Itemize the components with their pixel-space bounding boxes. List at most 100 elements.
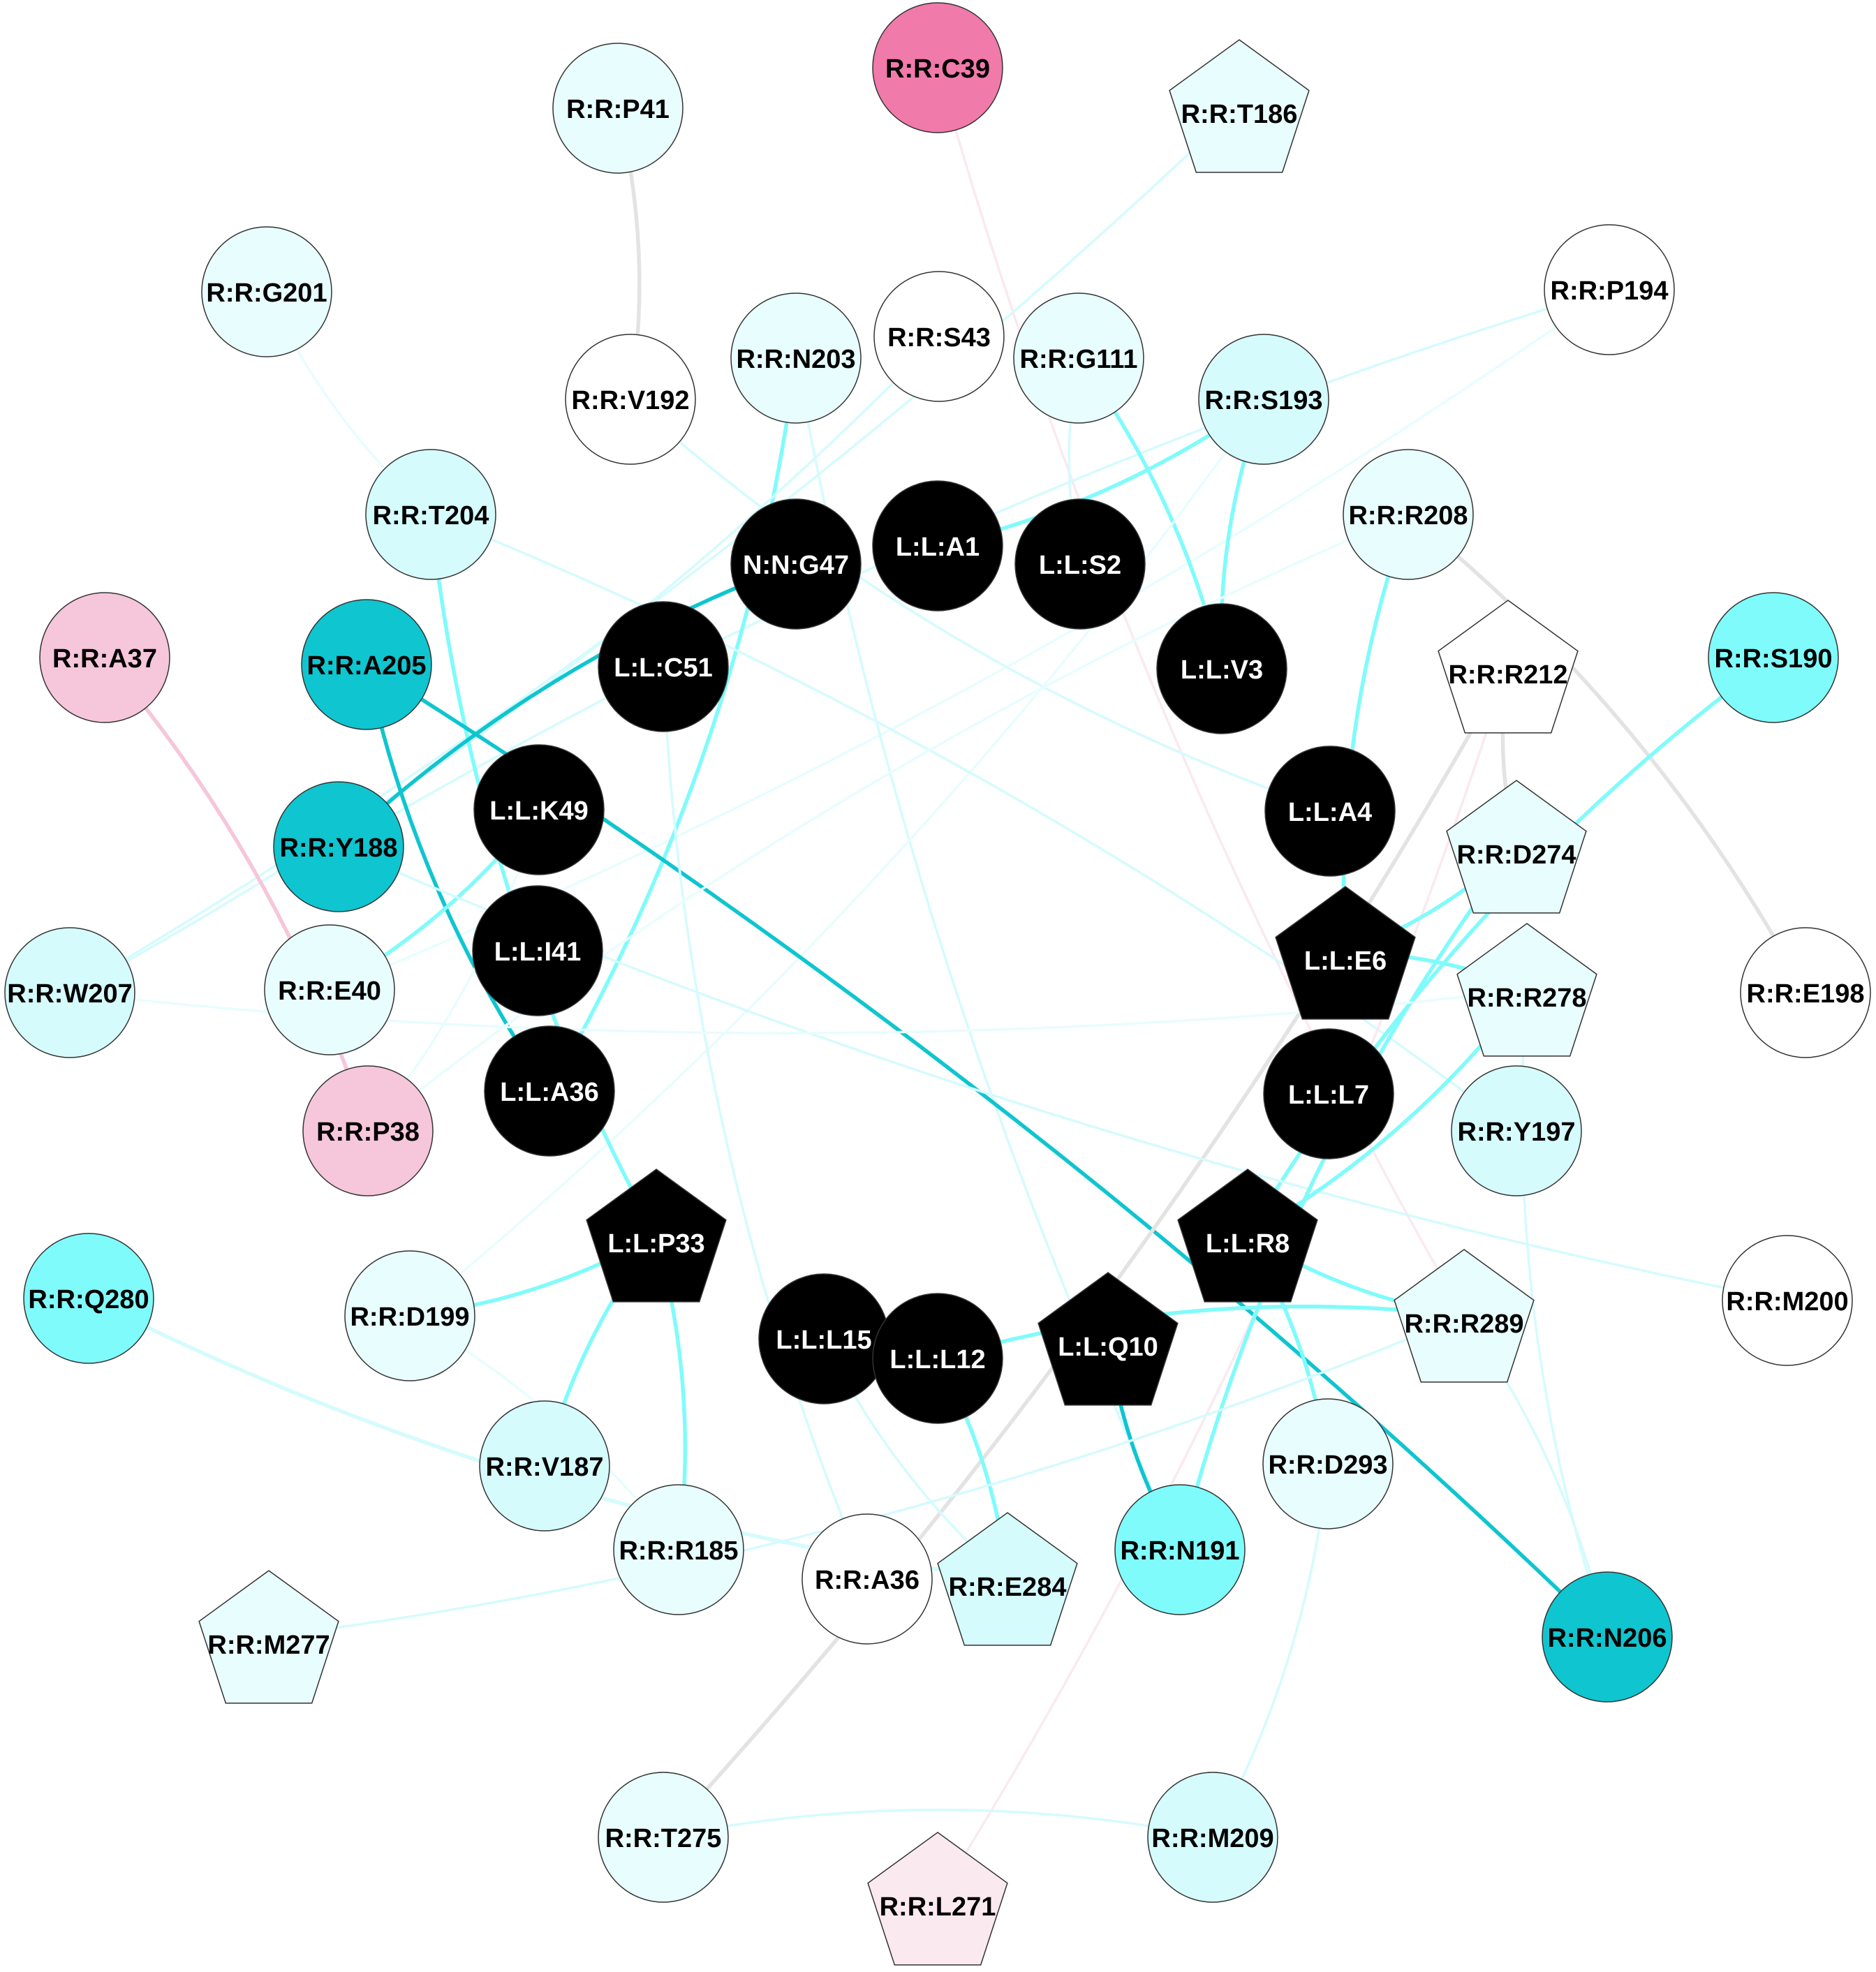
node-shape-circle (302, 1065, 434, 1196)
node-label: R:R:S190 (1715, 644, 1833, 674)
node-l-l-e6[interactable]: L:L:E6 (1275, 886, 1416, 1020)
node-r-r-q280[interactable]: R:R:Q280 (23, 1233, 154, 1364)
edge-r-r-p38-to-r-r-r208 (367, 513, 1410, 1132)
node-shape-pentagon (1456, 923, 1597, 1057)
node-r-r-p41[interactable]: R:R:P41 (552, 43, 684, 174)
node-l-l-i41[interactable]: L:L:I41 (472, 885, 603, 1016)
node-label: R:R:Q280 (28, 1285, 149, 1314)
node-l-l-a1[interactable]: L:L:A1 (872, 480, 1003, 611)
edge-l-l-c51-to-r-r-a36 (662, 665, 869, 1580)
node-label: R:R:D274 (1456, 840, 1576, 870)
node-label: L:L:E6 (1304, 947, 1387, 976)
node-label: L:L:C51 (614, 653, 712, 683)
node-shape-circle (1156, 603, 1287, 734)
node-r-r-m209[interactable]: R:R:M209 (1147, 1772, 1278, 1903)
node-l-l-v3[interactable]: L:L:V3 (1156, 603, 1287, 734)
edge-r-r-t186-to-r-r-w207 (68, 105, 1241, 994)
node-r-r-t204[interactable]: R:R:T204 (365, 449, 496, 580)
node-label: R:R:N191 (1120, 1536, 1239, 1566)
node-r-r-n203[interactable]: R:R:N203 (730, 292, 862, 424)
edge-r-r-v192-to-l-l-a4 (629, 398, 1331, 813)
node-r-r-p38[interactable]: R:R:P38 (302, 1065, 434, 1196)
node-r-r-d274[interactable]: R:R:D274 (1446, 780, 1587, 914)
node-label: R:R:E284 (949, 1573, 1067, 1602)
node-r-r-l271[interactable]: R:R:L271 (867, 1832, 1008, 1966)
node-r-r-a205[interactable]: R:R:A205 (301, 599, 432, 730)
node-label: R:R:M200 (1726, 1287, 1848, 1317)
node-label: R:R:P38 (316, 1118, 420, 1147)
node-r-r-v192[interactable]: R:R:V192 (565, 334, 696, 465)
node-l-l-p33[interactable]: L:L:P33 (586, 1169, 727, 1303)
node-shape-pentagon (1275, 886, 1416, 1020)
node-r-r-n206[interactable]: R:R:N206 (1542, 1571, 1673, 1703)
node-r-r-y197[interactable]: R:R:Y197 (1451, 1065, 1582, 1196)
node-label: R:R:A37 (52, 644, 157, 674)
node-label: L:L:L12 (889, 1345, 985, 1374)
node-r-r-t186[interactable]: R:R:T186 (1169, 39, 1310, 173)
node-label: R:R:T275 (605, 1824, 722, 1853)
node-l-l-l12[interactable]: L:L:L12 (872, 1293, 1003, 1424)
node-l-l-k49[interactable]: L:L:K49 (473, 744, 605, 875)
node-shape-circle (273, 781, 404, 912)
node-r-r-g111[interactable]: R:R:G111 (1013, 292, 1144, 424)
node-l-l-c51[interactable]: L:L:C51 (598, 601, 729, 732)
node-r-r-s190[interactable]: R:R:S190 (1708, 592, 1839, 723)
node-r-r-t275[interactable]: R:R:T275 (598, 1772, 729, 1903)
node-r-r-p194[interactable]: R:R:P194 (1544, 224, 1675, 355)
node-l-l-a4[interactable]: L:L:A4 (1264, 746, 1396, 877)
node-shape-pentagon (1446, 780, 1587, 914)
node-label: R:R:C39 (885, 54, 990, 84)
node-r-r-r208[interactable]: R:R:R208 (1343, 449, 1474, 580)
node-r-r-e284[interactable]: R:R:E284 (937, 1512, 1078, 1646)
node-l-l-r8[interactable]: L:L:R8 (1177, 1169, 1318, 1303)
node-shape-circle (301, 599, 432, 730)
node-r-r-a37[interactable]: R:R:A37 (39, 592, 170, 723)
node-shape-circle (1542, 1571, 1673, 1703)
node-shape-pentagon (198, 1570, 339, 1704)
node-r-r-w207[interactable]: R:R:W207 (4, 927, 135, 1058)
node-r-r-y188[interactable]: R:R:Y188 (273, 781, 404, 912)
node-r-r-v187[interactable]: R:R:V187 (479, 1400, 610, 1532)
node-shape-circle (472, 885, 603, 1016)
node-r-r-n191[interactable]: R:R:N191 (1114, 1484, 1246, 1615)
node-r-r-e198[interactable]: R:R:E198 (1740, 927, 1871, 1058)
node-shape-circle (872, 1293, 1003, 1424)
node-label: L:L:L15 (776, 1326, 871, 1355)
node-r-r-r212[interactable]: R:R:R212 (1438, 600, 1579, 734)
node-l-l-q10[interactable]: L:L:Q10 (1037, 1272, 1179, 1406)
node-r-r-a36[interactable]: R:R:A36 (802, 1513, 933, 1645)
node-l-l-l15[interactable]: L:L:L15 (758, 1273, 889, 1404)
node-r-r-r289[interactable]: R:R:R289 (1394, 1249, 1535, 1383)
node-shape-pentagon (1438, 600, 1579, 734)
edge-r-r-a37-to-r-r-p38 (103, 655, 370, 1133)
node-label: R:R:Y197 (1458, 1118, 1576, 1147)
node-r-r-e40[interactable]: R:R:E40 (264, 924, 395, 1055)
node-label: L:L:Q10 (1058, 1333, 1158, 1362)
edge-r-r-r208-to-r-r-e198 (1406, 512, 1808, 995)
node-n-n-g47[interactable]: N:N:G47 (730, 498, 862, 630)
node-shape-circle (344, 1250, 475, 1381)
node-shape-circle (201, 226, 332, 357)
node-r-r-m277[interactable]: R:R:M277 (198, 1570, 339, 1704)
node-r-r-g201[interactable]: R:R:G201 (201, 226, 332, 357)
node-label: L:L:K49 (489, 796, 588, 826)
node-l-l-a36[interactable]: L:L:A36 (484, 1025, 615, 1157)
node-r-r-c39[interactable]: R:R:C39 (872, 2, 1003, 133)
node-label: R:R:A205 (306, 651, 426, 681)
node-r-r-s193[interactable]: R:R:S193 (1198, 334, 1329, 465)
node-r-r-s43[interactable]: R:R:S43 (873, 271, 1005, 402)
node-shape-pentagon (867, 1832, 1008, 1966)
node-shape-circle (23, 1233, 154, 1364)
node-r-r-m200[interactable]: R:R:M200 (1722, 1235, 1853, 1366)
node-l-l-l7[interactable]: L:L:L7 (1263, 1028, 1394, 1159)
node-label: N:N:G47 (743, 551, 849, 580)
node-r-r-r185[interactable]: R:R:R185 (613, 1484, 744, 1615)
node-shape-circle (484, 1025, 615, 1157)
node-l-l-s2[interactable]: L:L:S2 (1014, 498, 1146, 630)
node-r-r-r278[interactable]: R:R:R278 (1456, 923, 1597, 1057)
node-shape-pentagon (1177, 1169, 1318, 1303)
node-shape-circle (802, 1513, 933, 1645)
node-r-r-d199[interactable]: R:R:D199 (344, 1250, 475, 1381)
node-r-r-d293[interactable]: R:R:D293 (1262, 1398, 1394, 1529)
